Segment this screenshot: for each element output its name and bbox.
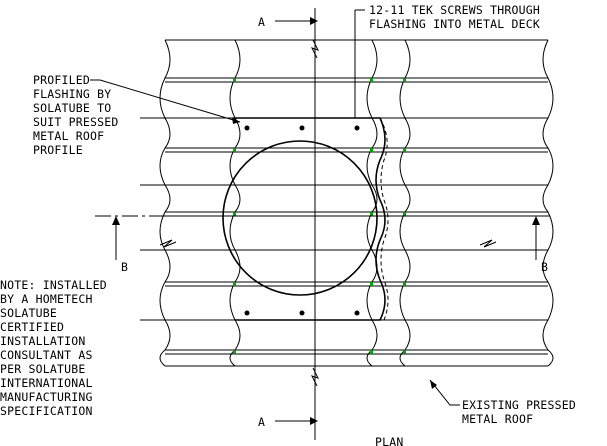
tek-screws-callout-line-1: 12-11 TEK SCREWS THROUGH — [369, 3, 540, 17]
note-line-10: SPECIFICATION — [0, 404, 93, 418]
tek-screws — [244, 125, 360, 316]
screw-point — [354, 125, 360, 131]
profile-wave-edges — [159, 39, 554, 367]
note-line-7: PER SOLATUBE — [0, 362, 85, 376]
note-line-9: MANUFACTURING — [0, 390, 93, 404]
metal-deck-ribs — [140, 39, 548, 367]
flashing-callout-line-1: PROFILED — [33, 73, 90, 87]
note-line-1: NOTE: INSTALLED — [0, 278, 107, 292]
flashing-callout-line-6: PROFILE — [33, 143, 83, 157]
screw-point — [299, 310, 305, 316]
existing-roof-callout-line-2: METAL ROOF — [462, 412, 533, 426]
green-rib-marks — [233, 78, 406, 354]
section-line-a — [275, 8, 319, 440]
note-line-4: CERTIFIED — [0, 320, 64, 334]
solatube-dome-circle — [222, 140, 378, 296]
plan-title: PLAN — [375, 435, 404, 446]
flashing-callout-line-2: FLASHING BY — [33, 87, 111, 101]
flashing-outline — [235, 117, 389, 321]
tek-screws-callout-line-2: FLASHING INTO METAL DECK — [369, 17, 540, 31]
section-b-left-label: B — [121, 260, 128, 274]
section-line-b — [95, 215, 550, 260]
section-b-right-label: B — [541, 260, 548, 274]
flashing-callout-line-3: SOLATUBE TO — [33, 101, 111, 115]
section-a-top-label: A — [258, 15, 265, 29]
labels: A A B B 12-11 TEK SCREWS THROUGH FLASHIN… — [0, 3, 576, 446]
section-a-bottom-label: A — [258, 415, 265, 429]
existing-roof-callout-line-1: EXISTING PRESSED — [462, 398, 576, 412]
screw-point — [244, 125, 250, 131]
note-line-8: INTERNATIONAL — [0, 376, 93, 390]
note-line-5: INSTALLATION — [0, 334, 85, 348]
note-line-6: CONSULTANT AS — [0, 348, 93, 362]
flashing-callout-line-5: METAL ROOF — [33, 129, 104, 143]
leader-lines — [90, 9, 460, 406]
screw-point — [354, 310, 360, 316]
note-line-3: SOLATUBE — [0, 306, 57, 320]
screw-point — [244, 310, 250, 316]
flashing-callout-line-4: SUIT PRESSED — [33, 115, 118, 129]
screw-point — [299, 125, 305, 131]
note-line-2: BY A HOMETECH — [0, 292, 93, 306]
